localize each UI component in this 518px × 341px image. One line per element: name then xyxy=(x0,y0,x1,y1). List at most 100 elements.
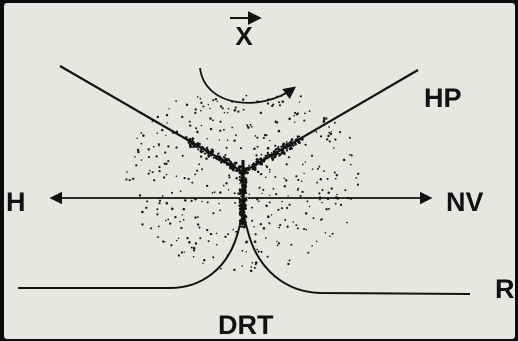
scatter-dot xyxy=(150,227,152,229)
scatter-dot xyxy=(155,155,157,157)
scatter-dot xyxy=(286,163,288,165)
scatter-dot xyxy=(209,117,212,120)
scatter-dot xyxy=(334,122,336,124)
scatter-dot xyxy=(228,176,230,178)
scatter-dot xyxy=(289,259,291,261)
scatter-dot xyxy=(323,170,325,172)
scatter-dot xyxy=(325,117,327,119)
scatter-dot xyxy=(346,222,348,224)
scatter-dot xyxy=(206,185,207,186)
scatter-dot xyxy=(240,147,242,149)
scatter-dot xyxy=(264,134,266,136)
scatter-dot xyxy=(174,216,176,218)
scatter-dot xyxy=(189,121,191,123)
scatter-dot xyxy=(166,122,168,124)
band-dot xyxy=(245,205,247,207)
band-dot xyxy=(286,149,288,151)
scatter-dot xyxy=(147,148,149,150)
scatter-dot xyxy=(266,166,268,168)
scatter-dot xyxy=(269,169,271,171)
scatter-dot xyxy=(357,173,359,175)
scatter-dot xyxy=(256,137,258,139)
scatter-dot xyxy=(153,179,155,181)
scatter-dot xyxy=(170,244,172,246)
scatter-dot xyxy=(269,195,270,196)
scatter-dot xyxy=(158,225,160,227)
band-dot xyxy=(201,151,203,153)
scatter-dot xyxy=(276,241,278,243)
scatter-dot xyxy=(216,244,218,246)
scatter-dot xyxy=(193,249,195,251)
scatter-dot xyxy=(318,192,320,194)
scatter-dot xyxy=(281,201,283,203)
band-dot xyxy=(260,157,262,159)
scatter-dot xyxy=(243,109,245,111)
scatter-dot xyxy=(255,263,257,265)
scatter-dot xyxy=(293,221,294,222)
scatter-dot xyxy=(251,126,253,128)
scatter-dot xyxy=(251,207,253,209)
scatter-dot xyxy=(225,182,227,184)
scatter-dot xyxy=(299,136,301,138)
scatter-dot xyxy=(329,235,331,237)
band-dot xyxy=(265,155,268,158)
scatter-dot xyxy=(201,125,203,127)
scatter-dot xyxy=(157,236,159,238)
band-dot xyxy=(254,168,257,171)
scatter-dot xyxy=(334,138,336,140)
scatter-dot xyxy=(303,173,304,174)
scatter-dot xyxy=(186,103,189,106)
scatter-dot xyxy=(328,126,330,128)
band-dot xyxy=(217,153,219,155)
scatter-dot xyxy=(241,265,243,267)
scatter-dot xyxy=(350,154,352,156)
scatter-dot xyxy=(303,228,305,230)
scatter-dot xyxy=(166,174,168,176)
scatter-dot xyxy=(326,138,328,140)
scatter-dot xyxy=(181,116,183,118)
scatter-dot xyxy=(278,130,281,133)
scatter-dot xyxy=(289,204,291,206)
scatter-dot xyxy=(233,139,235,141)
scatter-dot xyxy=(327,135,329,137)
band-dot xyxy=(197,148,199,150)
scatter-dot xyxy=(284,177,286,179)
h-label: H xyxy=(6,187,26,217)
scatter-dot xyxy=(200,110,202,112)
scatter-dot xyxy=(284,219,286,221)
scatter-dot xyxy=(350,164,352,166)
band-dot xyxy=(189,144,192,147)
scatter-dot xyxy=(145,207,147,209)
scatter-dot xyxy=(193,256,195,258)
scatter-dot xyxy=(141,159,143,161)
scatter-dot xyxy=(263,137,265,139)
scatter-dot xyxy=(181,251,183,253)
scatter-dot xyxy=(261,154,263,156)
scatter-dot xyxy=(178,237,180,239)
scatter-dot xyxy=(257,171,260,174)
scatter-dot xyxy=(321,202,323,204)
scatter-dot xyxy=(134,156,136,158)
scatter-dot xyxy=(165,220,166,221)
scatter-dot xyxy=(242,98,244,100)
scatter-dot xyxy=(191,182,193,184)
scatter-dot xyxy=(218,203,220,205)
scatter-dot xyxy=(202,105,204,107)
scatter-dot xyxy=(167,145,169,147)
band-dot xyxy=(289,147,292,150)
drt-label: DRT xyxy=(218,310,274,340)
scatter-dot xyxy=(250,266,252,268)
scatter-dot xyxy=(265,205,268,208)
scatter-dot xyxy=(162,195,164,197)
scatter-dot xyxy=(247,126,250,129)
scatter-dot xyxy=(207,201,209,203)
scatter-dot xyxy=(179,221,181,223)
scatter-dot xyxy=(321,218,323,220)
scatter-dot xyxy=(214,191,216,193)
scatter-dot xyxy=(302,164,304,166)
band-dot xyxy=(243,226,246,229)
scatter-dot xyxy=(321,189,323,191)
scatter-dot xyxy=(278,101,280,103)
scatter-dot xyxy=(333,147,335,149)
scatter-dot xyxy=(141,211,144,214)
